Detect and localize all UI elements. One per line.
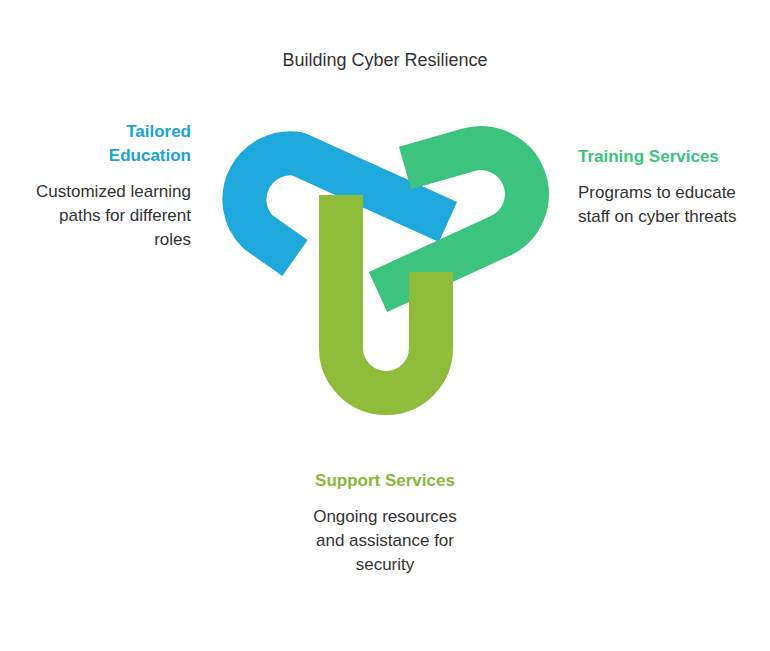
- item-description: Customized learning paths for different …: [21, 180, 191, 252]
- diagram-title: Building Cyber Resilience: [0, 50, 770, 71]
- green-loop: [378, 148, 527, 292]
- item-description: Ongoing resources and assistance for sec…: [300, 505, 470, 577]
- item-group: Tailored EducationCustomized learning pa…: [21, 120, 191, 252]
- item-heading: Tailored Education: [91, 120, 191, 168]
- item-group: Support ServicesOngoing resources and as…: [300, 469, 470, 577]
- olive-loop: [341, 195, 431, 393]
- item-heading: Support Services: [315, 469, 455, 493]
- item-group: Training ServicesPrograms to educate sta…: [578, 145, 743, 229]
- item-description: Programs to educate staff on cyber threa…: [578, 181, 743, 229]
- item-heading: Training Services: [578, 145, 719, 169]
